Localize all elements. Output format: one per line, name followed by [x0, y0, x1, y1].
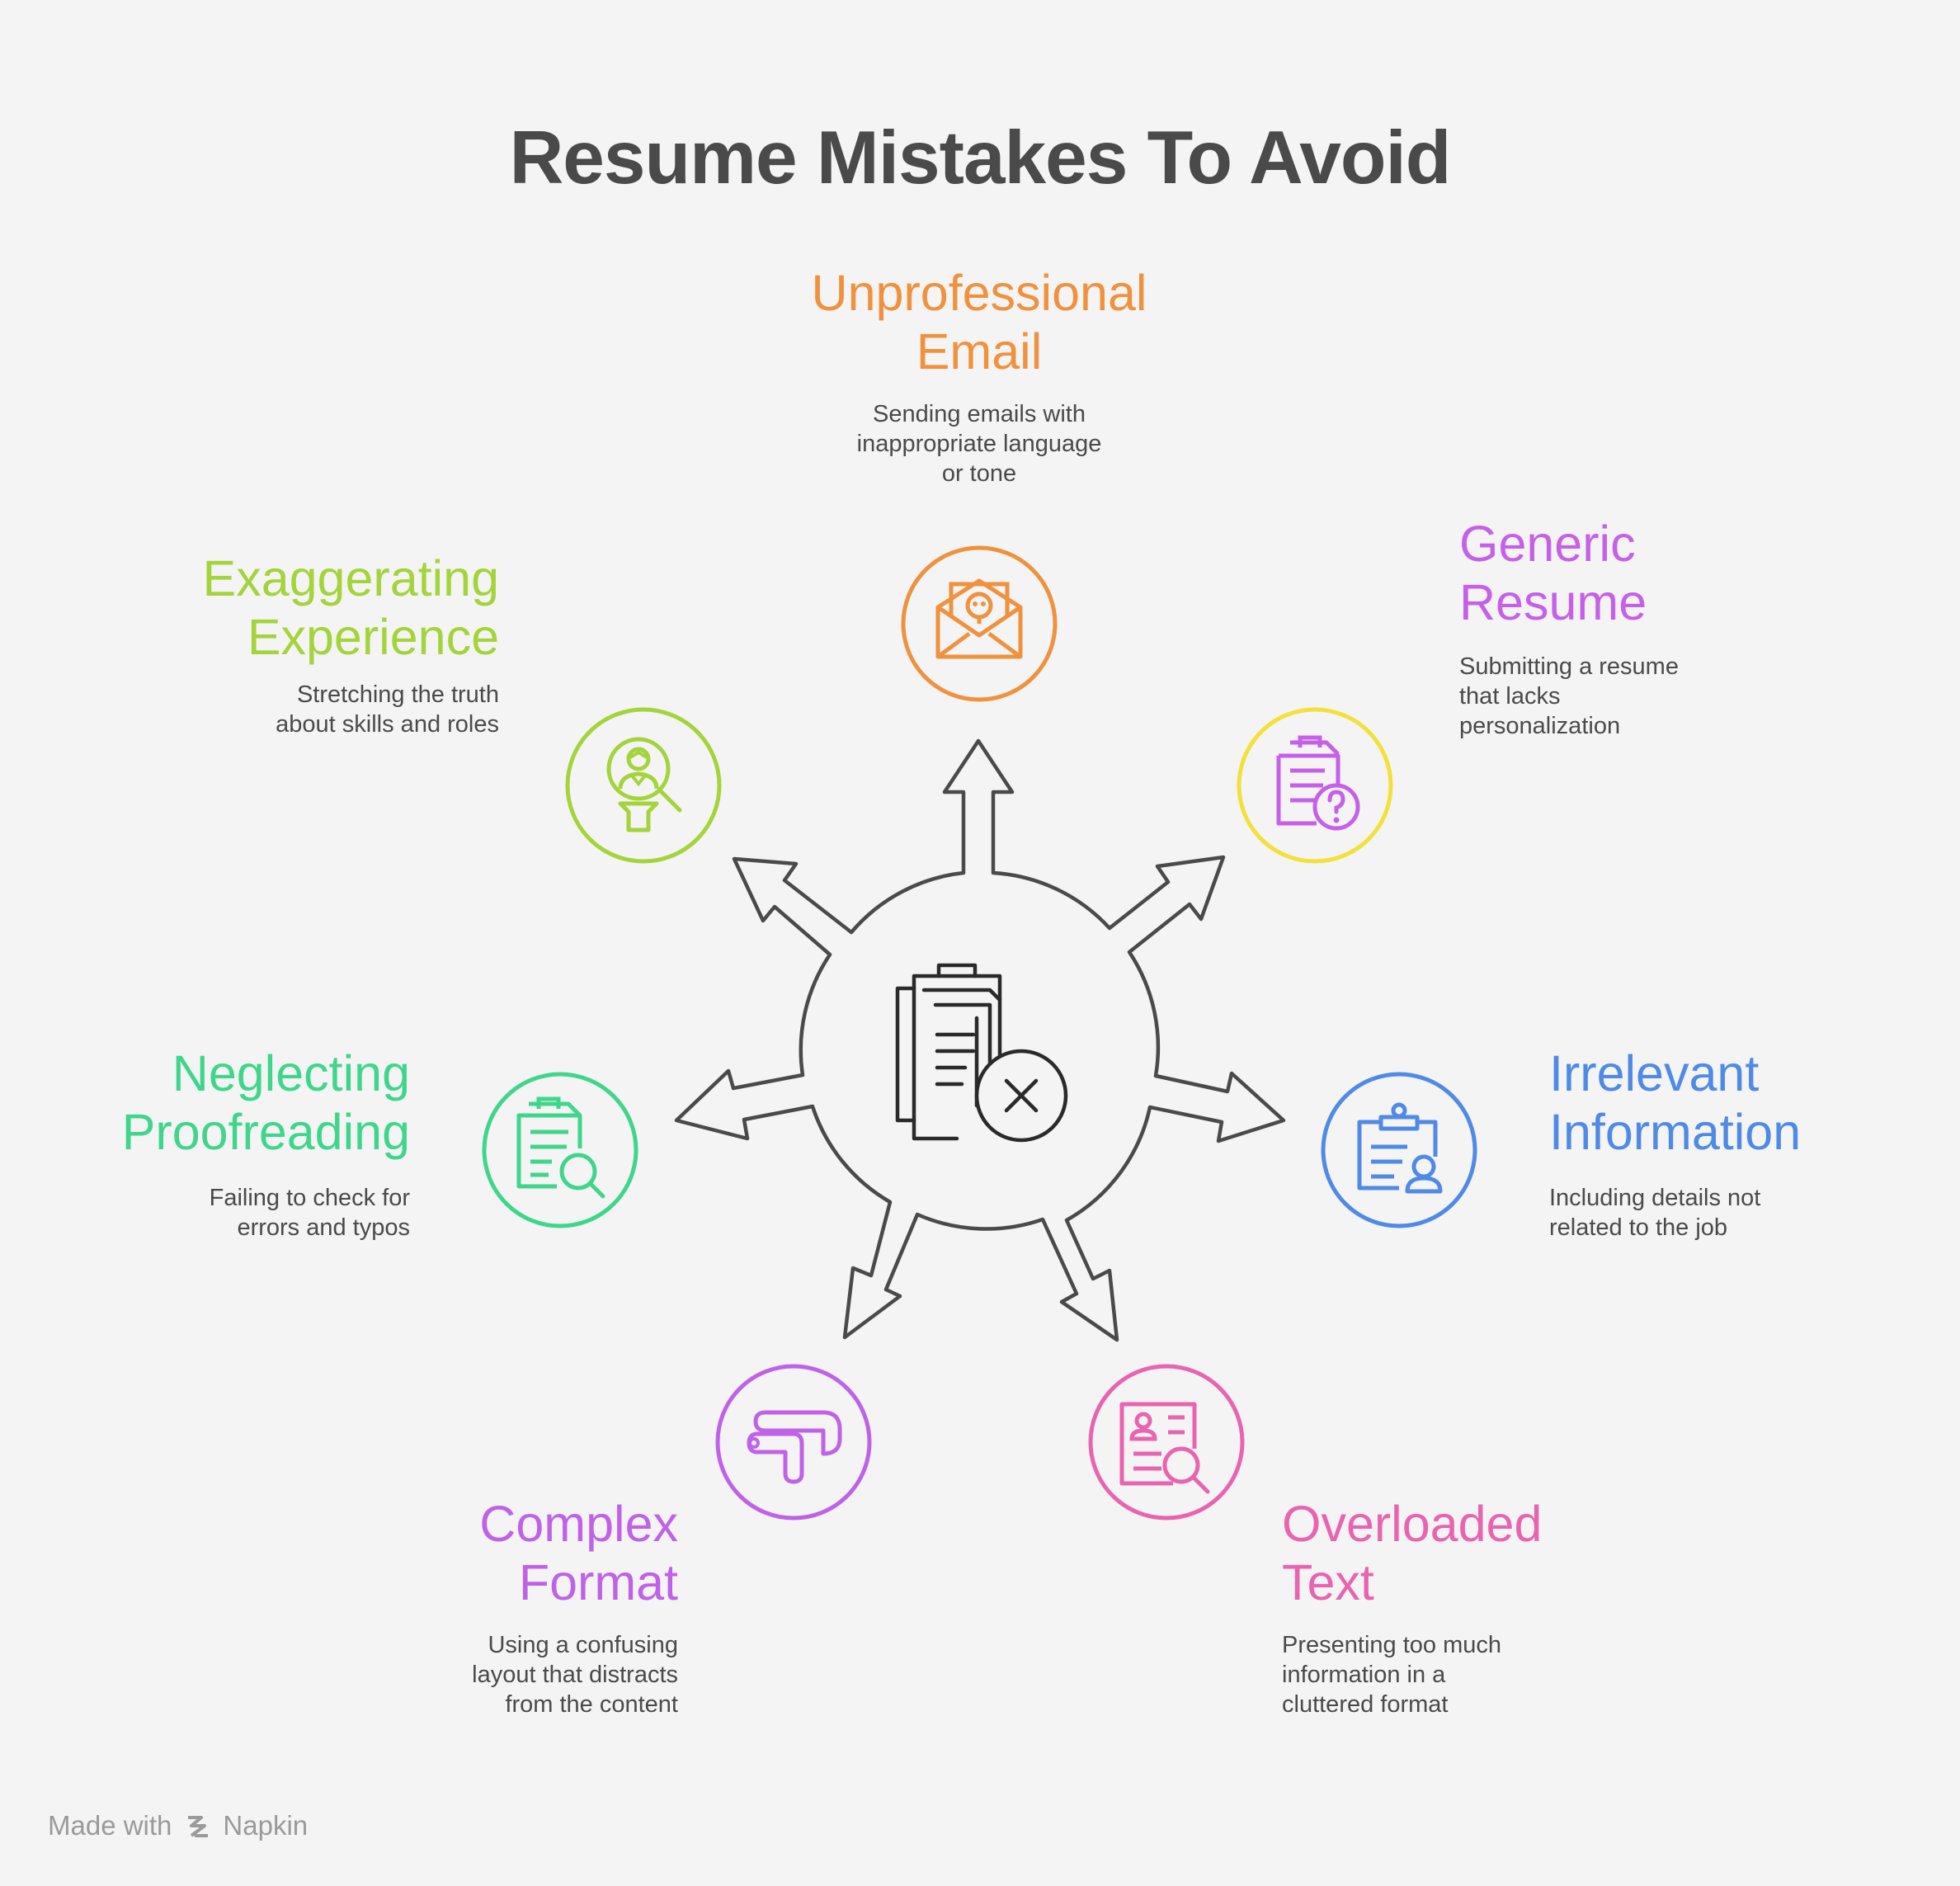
generic-resume-description-line: personalization — [1459, 713, 1621, 739]
exaggerating-experience-description-line: about skills and roles — [276, 711, 499, 738]
unprofessional-email-description-line: or tone — [941, 460, 1017, 487]
clipboard-x-icon — [895, 963, 1068, 1143]
clipboard-user-icon — [1357, 1102, 1443, 1194]
clipboard-question-icon — [1276, 735, 1360, 831]
generic-resume-description: Submitting a resume that lacks personaliza… — [1459, 652, 1679, 741]
made-with-label: Made with — [48, 1810, 172, 1841]
generic-resume-node — [1237, 707, 1393, 864]
neglecting-proofreading-description-line: errors and typos — [237, 1214, 410, 1241]
unprofessional-email-description-line: Sending emails with — [873, 401, 1086, 427]
neglecting-proofreading-description: Failing to check for errors and typos — [210, 1183, 410, 1242]
exaggerating-experience-description: Stretching the truth about skills and rol… — [276, 680, 499, 739]
napkin-logo-icon — [188, 1816, 209, 1837]
footer: Made with Napkin — [48, 1810, 308, 1841]
generic-resume-description-line: Submitting a resume — [1459, 653, 1679, 680]
unprofessional-email-node — [901, 545, 1058, 702]
irrelevant-information-description-line: Including details not — [1549, 1185, 1761, 1211]
page-title: Resume Mistakes To Avoid — [509, 116, 1452, 200]
irrelevant-information-description-line: related to the job — [1549, 1214, 1728, 1241]
exaggerating-experience-description-line: Stretching the truth — [296, 681, 499, 708]
unprofessional-email-title-line: Email — [916, 323, 1043, 380]
generic-resume-title-line: Resume — [1459, 574, 1647, 630]
overloaded-text-title-line: Overloaded — [1282, 1496, 1543, 1552]
exaggerating-experience-circle — [565, 707, 722, 864]
complex-format-description-line: layout that distracts — [472, 1662, 678, 1688]
exaggerating-experience-title-line: Exaggerating — [202, 550, 499, 606]
route-icon — [747, 1410, 842, 1484]
neglecting-proofreading-title-line: Proofreading — [121, 1104, 410, 1160]
overloaded-text-description-line: cluttered format — [1282, 1691, 1449, 1718]
resume-search-icon — [1119, 1402, 1210, 1494]
generic-resume-title-line: Generic — [1459, 516, 1636, 572]
overloaded-text-node — [1088, 1364, 1245, 1521]
unprofessional-email-description: Sending emails with inappropriate languag… — [649, 399, 1309, 488]
complex-format-node — [715, 1364, 872, 1521]
neglecting-proofreading-title-line: Neglecting — [172, 1045, 410, 1101]
overloaded-text-description: Presenting too much information in a clutt… — [1282, 1630, 1501, 1719]
overloaded-text-title-line: Text — [1282, 1554, 1374, 1610]
complex-format-description: Using a confusing layout that distracts fr… — [472, 1630, 678, 1719]
generic-resume-description-line: that lacks — [1459, 683, 1561, 710]
complex-format-title-line: Format — [518, 1554, 678, 1610]
hub-outline — [674, 738, 1286, 1342]
person-search-icon — [606, 737, 682, 832]
irrelevant-information-circle — [1321, 1072, 1477, 1228]
irrelevant-information-title-line: Information — [1549, 1104, 1802, 1160]
unprofessional-email-title-line: Unprofessional — [811, 265, 1147, 321]
complex-format-description-line: from the content — [505, 1691, 678, 1718]
irrelevant-information-description: Including details not related to the job — [1549, 1183, 1760, 1242]
clipboard-search-icon — [516, 1096, 605, 1199]
irrelevant-information-title-line: Irrelevant — [1549, 1045, 1760, 1101]
complex-format-description-line: Using a confusing — [488, 1632, 678, 1658]
overloaded-text-circle — [1088, 1364, 1245, 1521]
complex-format-title-line: Complex — [479, 1496, 678, 1552]
exaggerating-experience-node — [565, 707, 722, 864]
neglecting-proofreading-description-line: Failing to check for — [209, 1185, 410, 1211]
overloaded-text-description-line: information in a — [1282, 1662, 1446, 1688]
irrelevant-information-node — [1321, 1072, 1477, 1228]
unprofessional-email-description-line: inappropriate language — [856, 431, 1102, 457]
exaggerating-experience-title-line: Experience — [247, 609, 499, 665]
neglecting-proofreading-node — [482, 1072, 638, 1228]
complex-format-circle — [715, 1364, 872, 1521]
napkin-brand-label: Napkin — [223, 1810, 309, 1841]
envelope-skull-icon — [935, 578, 1023, 659]
overloaded-text-description-line: Presenting too much — [1282, 1632, 1501, 1658]
